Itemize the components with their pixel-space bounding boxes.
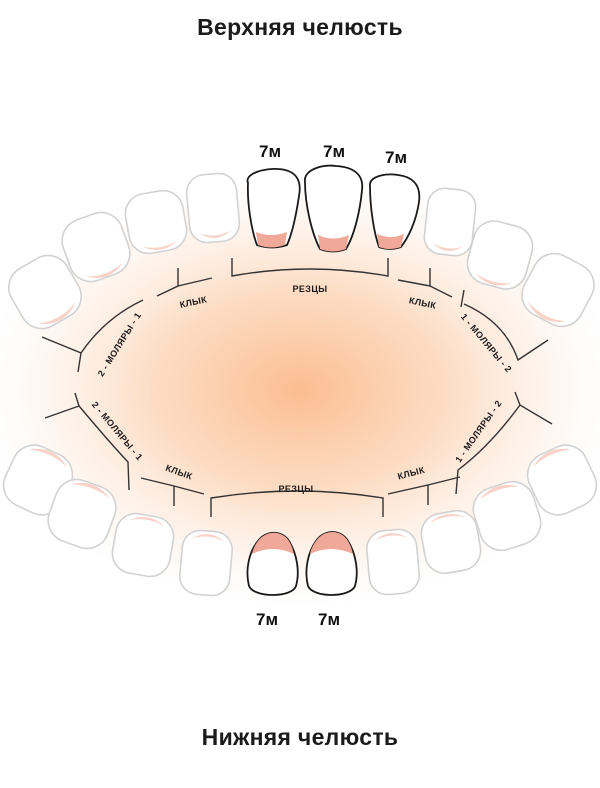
bracket-lower-canine-left — [140, 477, 205, 506]
bracket-lower-molars-left — [44, 392, 130, 491]
tooth-faded — [185, 172, 241, 244]
tooth-faded — [124, 189, 188, 255]
tooth-faded — [521, 252, 595, 328]
label-upper-incisors: РЕЗЦЫ — [292, 284, 327, 294]
tooth-faded — [61, 211, 131, 283]
upper-incisor-central — [304, 164, 364, 253]
age-upper-central: 7м — [323, 142, 345, 161]
tooth-faded — [47, 478, 117, 550]
age-lower-right: 7м — [318, 610, 340, 629]
upper-faded-teeth — [8, 172, 595, 330]
lower-brackets — [44, 391, 553, 517]
lower-jaw-title: Нижняя челюсть — [201, 724, 399, 750]
bracket-lower-molars-right — [455, 391, 553, 495]
upper-incisor-lateral-right — [369, 173, 421, 250]
tooth-faded — [111, 512, 175, 578]
tooth-faded — [472, 480, 542, 552]
lower-incisor-left — [246, 531, 299, 596]
lower-incisors — [246, 531, 358, 596]
tooth-faded — [179, 529, 233, 597]
bracket-lower-incisors — [210, 490, 384, 517]
tooth-faded — [526, 444, 598, 516]
tooth-faded — [366, 528, 420, 596]
upper-brackets — [41, 258, 549, 373]
upper-incisor-lateral-left — [246, 168, 301, 249]
tooth-faded — [466, 220, 534, 290]
tooth-faded — [8, 254, 82, 330]
bracket-lower-canine-right — [387, 476, 461, 505]
bracket-upper-molars-left — [41, 299, 144, 373]
age-upper-lateral-right: 7м — [385, 148, 407, 167]
upper-incisors — [246, 164, 421, 253]
age-upper-lateral-left: 7м — [259, 142, 281, 161]
label-lower-incisors: РЕЗЦЫ — [278, 484, 313, 494]
age-lower-left: 7м — [256, 610, 278, 629]
bracket-upper-canine-right — [397, 268, 453, 298]
tooth-faded — [423, 187, 477, 257]
lower-faded-teeth — [2, 444, 598, 597]
tooth-faded — [420, 509, 482, 575]
bracket-upper-canine-left — [156, 268, 213, 297]
lower-incisor-right — [305, 531, 358, 596]
bracket-upper-molars-right — [460, 289, 549, 362]
upper-jaw-title: Верхняя челюсть — [197, 14, 403, 40]
mouth-glow — [0, 165, 600, 615]
bracket-upper-incisors — [231, 258, 389, 277]
